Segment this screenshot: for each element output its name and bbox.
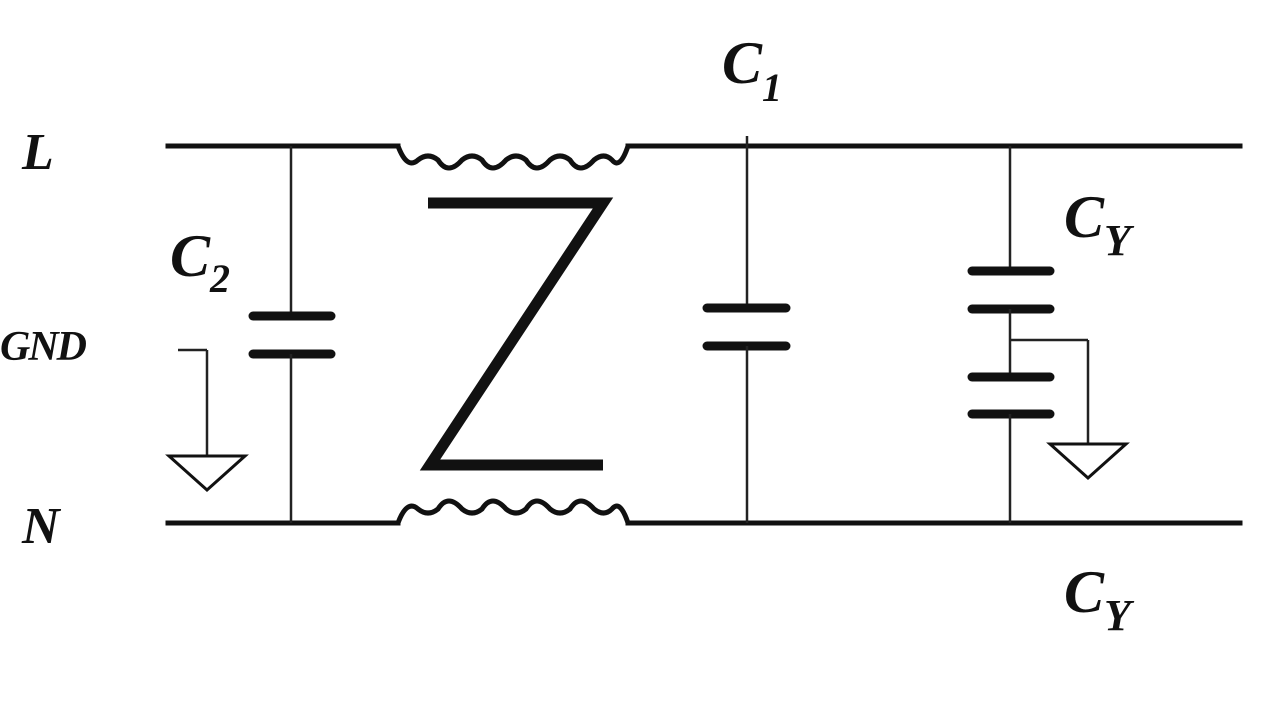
label-c1: C1	[722, 30, 782, 110]
ground-symbol-right	[1010, 338, 1130, 481]
choke-coil-top	[395, 145, 631, 171]
impedance-z-symbol	[419, 197, 614, 471]
capacitor-cy-pair	[967, 146, 1055, 523]
label-ground: GND	[0, 324, 87, 370]
label-cy-bottom: CY	[1064, 559, 1135, 640]
capacitor-c1	[702, 136, 791, 523]
label-line: L	[21, 124, 54, 181]
ground-symbol-left	[165, 348, 249, 493]
label-c2: C2	[170, 223, 230, 301]
choke-coil-bottom	[395, 498, 631, 524]
label-neutral: N	[21, 498, 62, 555]
capacitor-c2	[248, 146, 336, 523]
label-cy-top: CY	[1064, 184, 1135, 265]
